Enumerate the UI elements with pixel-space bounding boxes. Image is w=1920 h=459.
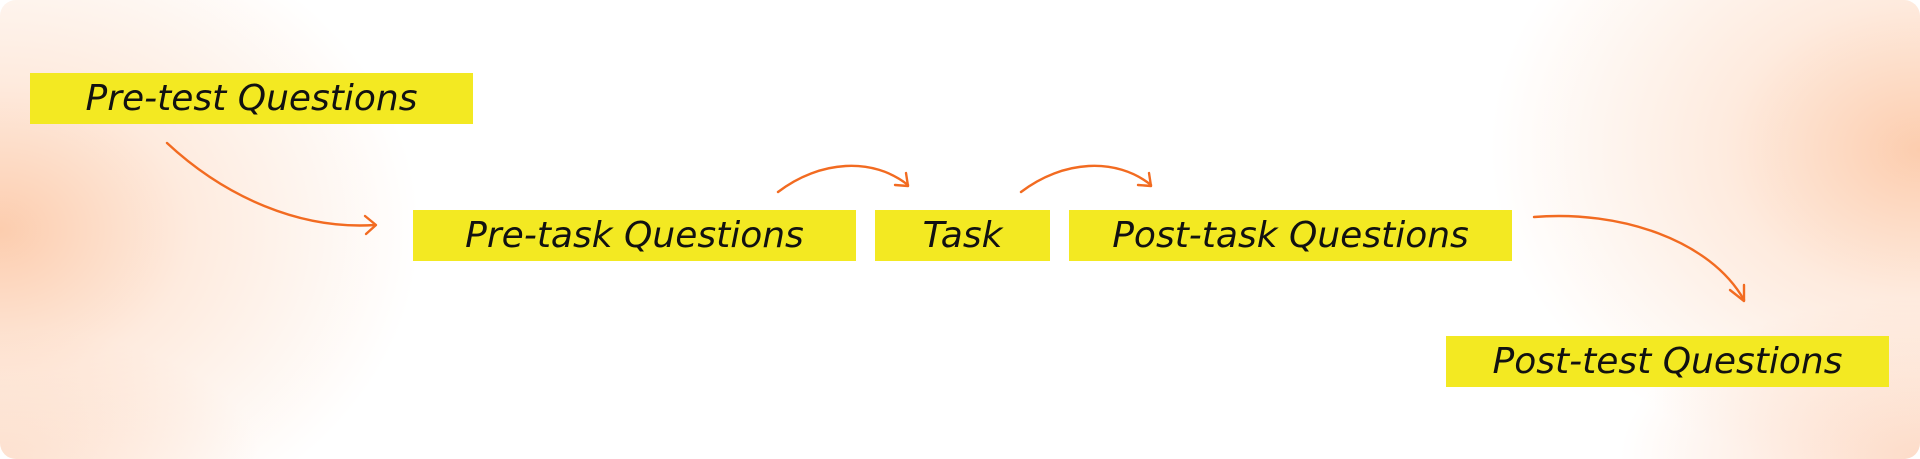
step-label: Pre-task Questions — [465, 215, 804, 256]
arrow-pre-test-to-pre-task — [165, 141, 378, 236]
step-label: Pre-test Questions — [85, 78, 418, 119]
step-post-test-questions: Post-test Questions — [1446, 336, 1889, 387]
step-pre-task-questions: Pre-task Questions — [413, 210, 856, 261]
step-label: Post-task Questions — [1112, 215, 1469, 256]
step-post-task-questions: Post-task Questions — [1069, 210, 1512, 261]
arrow-task-to-post-task — [1019, 164, 1153, 194]
arrow-pre-task-to-task — [776, 164, 910, 194]
arrow-post-task-to-post-test — [1532, 214, 1746, 303]
step-label: Post-test Questions — [1492, 341, 1843, 382]
step-pre-test-questions: Pre-test Questions — [30, 73, 473, 124]
step-label: Task — [922, 215, 1003, 256]
step-task: Task — [875, 210, 1050, 261]
